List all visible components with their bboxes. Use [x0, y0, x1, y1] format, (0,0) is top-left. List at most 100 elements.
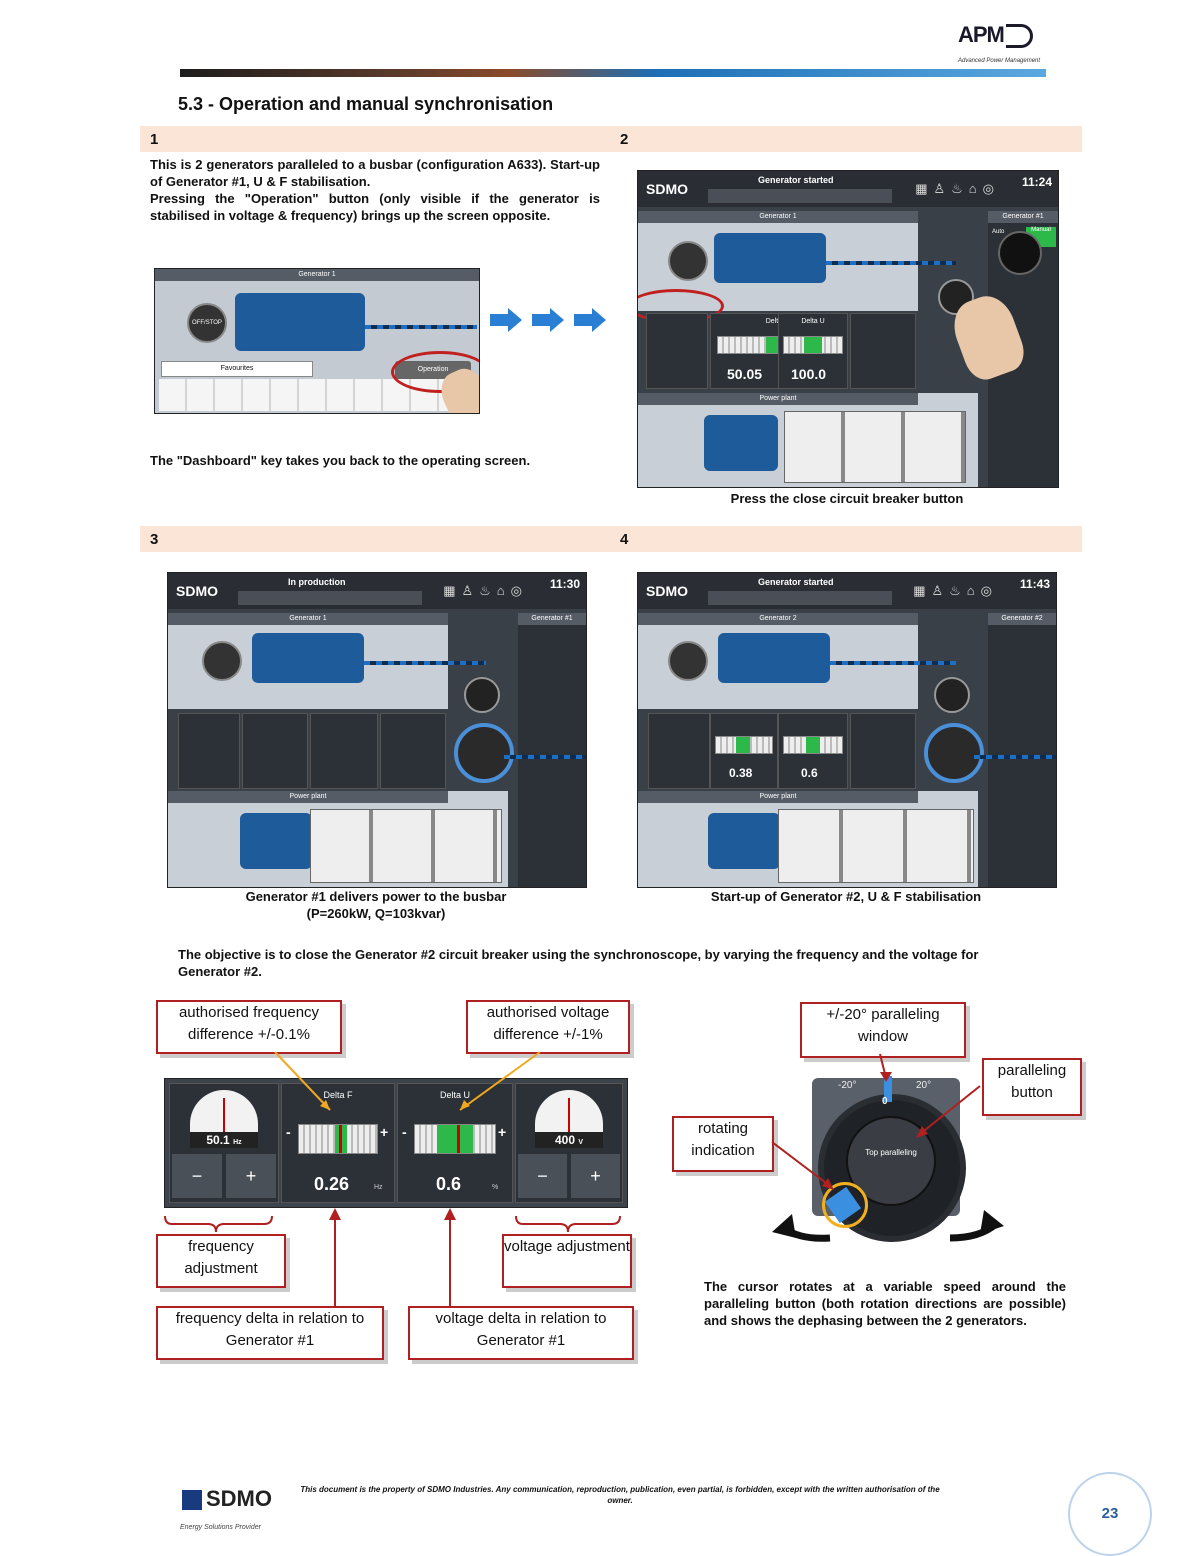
- volt-plus-button[interactable]: +: [571, 1154, 620, 1198]
- stop-button[interactable]: [202, 641, 242, 681]
- section-bar-1-2: [140, 126, 1082, 152]
- apm-tagline: Advanced Power Management: [958, 58, 1041, 64]
- freq-readout: 50.1 Hz: [190, 1132, 258, 1148]
- minus20-label: -20°: [838, 1080, 857, 1091]
- busbar-line: [826, 261, 956, 265]
- step-number-2: 2: [620, 131, 629, 148]
- step4-caption: Start-up of Generator #2, U & F stabilis…: [710, 889, 982, 904]
- sdmo-logo: SDMO: [176, 583, 218, 599]
- mode-selector-knob[interactable]: [998, 231, 1042, 275]
- status-text: In production: [288, 577, 346, 587]
- callout-volt-adj: voltage adjustment: [502, 1234, 632, 1288]
- freq-minus-button[interactable]: −: [172, 1154, 222, 1198]
- sdmo-logo: SDMO: [646, 181, 688, 197]
- delta-u-unit: %: [492, 1184, 499, 1191]
- delta-u-plus[interactable]: +: [498, 1124, 507, 1140]
- busbar-line: [364, 661, 486, 665]
- clock: 11:43: [1019, 577, 1050, 591]
- apm-logo: APM: [958, 22, 1033, 49]
- section-bar-3-4: [140, 526, 1082, 552]
- toolbar-icons[interactable]: ▦♙♨⌂◎: [443, 583, 528, 598]
- power-plant-title: Power plant: [638, 393, 918, 405]
- busbar-line: [365, 325, 477, 329]
- auto-mode[interactable]: Auto: [992, 229, 1005, 235]
- callout-window: +/-20° paralleling window: [800, 1002, 966, 1058]
- step2-caption: Press the close circuit breaker button: [730, 491, 964, 506]
- power-plant-image: [240, 813, 312, 869]
- header-bar: [180, 69, 1046, 77]
- synchroscope[interactable]: [454, 723, 514, 783]
- callout-freq-delta: frequency delta in relation to Generator…: [156, 1306, 384, 1360]
- plant-meters: [310, 809, 502, 883]
- window-marker: [884, 1076, 892, 1102]
- volt-readout: 400 V: [535, 1132, 603, 1148]
- power-plant-image: [708, 813, 780, 869]
- gen-title: Generator 1: [638, 211, 918, 223]
- volt-meter-box: [850, 313, 916, 389]
- favourites-bar[interactable]: Favourites: [161, 361, 313, 377]
- footer-legal: This document is the property of SDMO In…: [300, 1485, 940, 1505]
- freq-plus-button[interactable]: +: [226, 1154, 276, 1198]
- clock: 11:30: [549, 577, 580, 591]
- delta-f-minus[interactable]: -: [286, 1124, 291, 1140]
- volt-minus-button[interactable]: −: [518, 1154, 567, 1198]
- step3-caption: Generator #1 delivers power to the busba…: [245, 889, 507, 921]
- sync-detail-panel: 50.1 Hz − + Delta F - + 0.26 Hz Delta U …: [164, 1078, 628, 1208]
- plus20-label: 20°: [916, 1080, 932, 1091]
- sdmo-logo: SDMO: [646, 583, 688, 599]
- status-text: Generator started: [758, 577, 834, 587]
- side-title: Generator #1: [518, 613, 586, 625]
- side-title: Generator #1: [988, 211, 1058, 223]
- step2-screen: SDMO Generator started ▦♙♨⌂◎ 11:24 Gener…: [637, 170, 1059, 488]
- stop-button[interactable]: [668, 241, 708, 281]
- step-number-1: 1: [150, 131, 159, 148]
- breaker-button[interactable]: [934, 677, 970, 713]
- side-title: Generator #2: [988, 613, 1056, 625]
- power-plant-title: Power plant: [168, 791, 448, 803]
- gen-title: Generator 1: [168, 613, 448, 625]
- toolbar-icons[interactable]: ▦♙♨⌂◎: [915, 181, 1000, 196]
- callout-volt-delta: voltage delta in relation to Generator #…: [408, 1306, 634, 1360]
- generator-image: [718, 633, 830, 683]
- breaker-button[interactable]: [464, 677, 500, 713]
- freq-adjust-box: 50.1 Hz − +: [169, 1083, 279, 1203]
- freq-meter-box: [648, 713, 710, 789]
- power-plant-title: Power plant: [638, 791, 918, 803]
- callout-rotating: rotating indication: [672, 1116, 774, 1172]
- generator-image: [714, 233, 826, 283]
- delta-f-value: 0.26: [314, 1174, 350, 1194]
- plant-meters: [784, 411, 966, 483]
- stop-button[interactable]: [668, 641, 708, 681]
- step1-dashboard-text: The "Dashboard" key takes you back to th…: [150, 453, 531, 468]
- meter-box: [380, 713, 446, 789]
- callout-arrows: [164, 1051, 621, 1306]
- step4-screen: SDMO Generator started ▦♙♨⌂◎ 11:43 Gener…: [637, 572, 1057, 888]
- delta-u-minus[interactable]: -: [402, 1124, 407, 1140]
- delta-u-label: Delta U: [439, 1090, 470, 1100]
- right-callout-arrows: [771, 1053, 981, 1190]
- step3-screen: SDMO In production ▦♙♨⌂◎ 11:30 Generator…: [167, 572, 587, 888]
- toolbar-icons[interactable]: ▦♙♨⌂◎: [913, 583, 998, 598]
- generator-image: [235, 293, 365, 351]
- step1-paragraph: This is 2 generators paralleled to a bus…: [150, 157, 600, 223]
- volt-adjust-box: 400 V − +: [515, 1083, 623, 1203]
- delta-u-box: 0.6: [778, 713, 848, 789]
- delta-u-value: 0.6: [436, 1174, 462, 1194]
- stop-button[interactable]: OFF/STOP: [187, 303, 227, 343]
- callout-auth-volt: authorised voltage difference +/-1%: [466, 1000, 630, 1054]
- status-box: [708, 591, 892, 605]
- callout-freq-adj: frequency adjustment: [156, 1234, 286, 1288]
- flow-arrows: [490, 308, 606, 332]
- plant-meters: [778, 809, 974, 883]
- screen-title: Generator 1: [155, 269, 479, 281]
- delta-f-plus[interactable]: +: [380, 1124, 389, 1140]
- delta-u-box: Delta U - + 0.6 %: [397, 1083, 513, 1203]
- delta-u-gauge: [414, 1124, 496, 1154]
- delta-u-box: Delta U 100.0: [778, 313, 848, 389]
- synchroscope[interactable]: [924, 723, 984, 783]
- objective-text: The objective is to close the Generator …: [178, 947, 979, 979]
- clock: 11:24: [1021, 175, 1052, 189]
- zero-label: 0: [882, 1096, 888, 1107]
- meter-box: [242, 713, 308, 789]
- highlight-ring: [391, 351, 479, 393]
